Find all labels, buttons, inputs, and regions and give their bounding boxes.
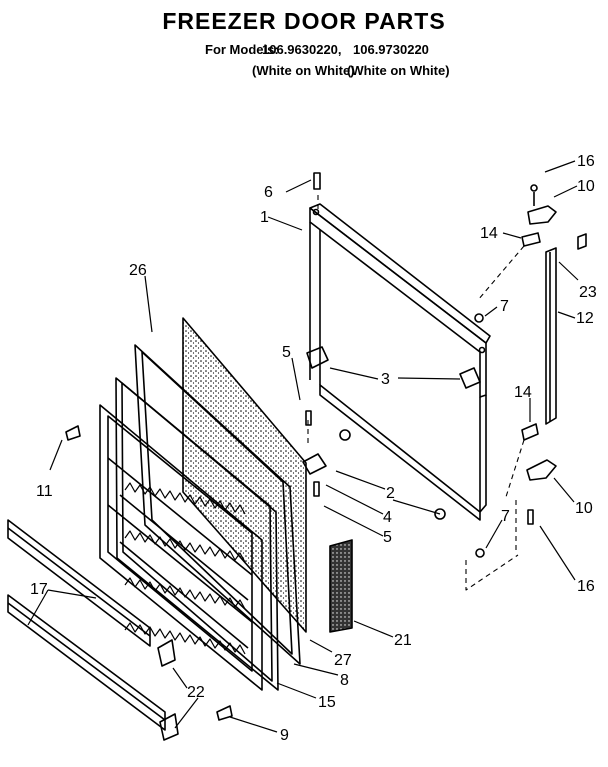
part-26-foam-panel	[182, 317, 307, 633]
part-9-screw	[216, 705, 233, 721]
callout-23: 23	[579, 284, 597, 301]
diagram-title: FREEZER DOOR PARTS	[162, 8, 446, 34]
callout-22: 22	[187, 684, 205, 701]
part-4-bushing	[302, 453, 327, 475]
part-8-gasket	[134, 344, 301, 665]
part-14-shims	[521, 232, 541, 441]
callout-27: 27	[334, 652, 352, 669]
part-16-screw	[527, 509, 534, 525]
callout-labels: 6 1 26 11 5 3 2 4 5 7 7 23 12 16 10 14 1…	[30, 153, 597, 744]
callout-4: 4	[383, 509, 392, 526]
callout-5b: 5	[383, 529, 392, 546]
models-label: For Models:	[205, 42, 279, 57]
callout-16b: 16	[577, 578, 595, 595]
part-21-insulation	[329, 539, 353, 633]
callout-5a: 5	[282, 344, 291, 361]
part-1-door-frame	[309, 203, 491, 521]
callout-21: 21	[394, 632, 412, 649]
callout-12: 12	[576, 310, 594, 327]
model-number-2: 106.9730220	[353, 42, 429, 57]
part-3-hinges	[306, 346, 481, 389]
model-color-2: (White on White)	[347, 63, 450, 78]
shelf-ridges	[124, 482, 246, 655]
callout-9: 9	[280, 727, 289, 744]
callout-15: 15	[318, 694, 336, 711]
part-17-shelf-bars	[7, 519, 166, 731]
callout-17: 17	[30, 581, 48, 598]
callout-6: 6	[264, 184, 273, 201]
model-color-1: (White on White)	[252, 63, 355, 78]
callout-14a: 14	[480, 225, 498, 242]
assembly-lines	[307, 195, 525, 591]
leader-lines	[27, 160, 579, 733]
part-2-stops	[339, 429, 446, 520]
callout-10a: 10	[577, 178, 595, 195]
callout-7b: 7	[501, 508, 510, 525]
callout-14b: 14	[514, 384, 532, 401]
part-11-screw	[65, 425, 81, 441]
part-23-plug	[577, 233, 587, 250]
part-12-hinge-trim	[545, 247, 557, 425]
callout-1: 1	[260, 209, 269, 226]
callout-10b: 10	[575, 500, 593, 517]
callout-26: 26	[129, 262, 147, 279]
callout-2: 2	[386, 485, 395, 502]
callout-3: 3	[381, 371, 390, 388]
part-10-bottom-hinge	[526, 459, 557, 481]
callout-8: 8	[340, 672, 349, 689]
callout-11: 11	[36, 483, 53, 500]
part-6-screw	[313, 172, 321, 190]
part-7-plugs	[474, 313, 485, 558]
callout-16a: 16	[577, 153, 595, 170]
part-10-top-hinge	[527, 184, 557, 225]
part-22-end-caps	[157, 639, 179, 741]
model-number-1: 106.9630220,	[262, 42, 342, 57]
part-15-door-panel	[115, 377, 279, 691]
callout-7a: 7	[500, 298, 509, 315]
